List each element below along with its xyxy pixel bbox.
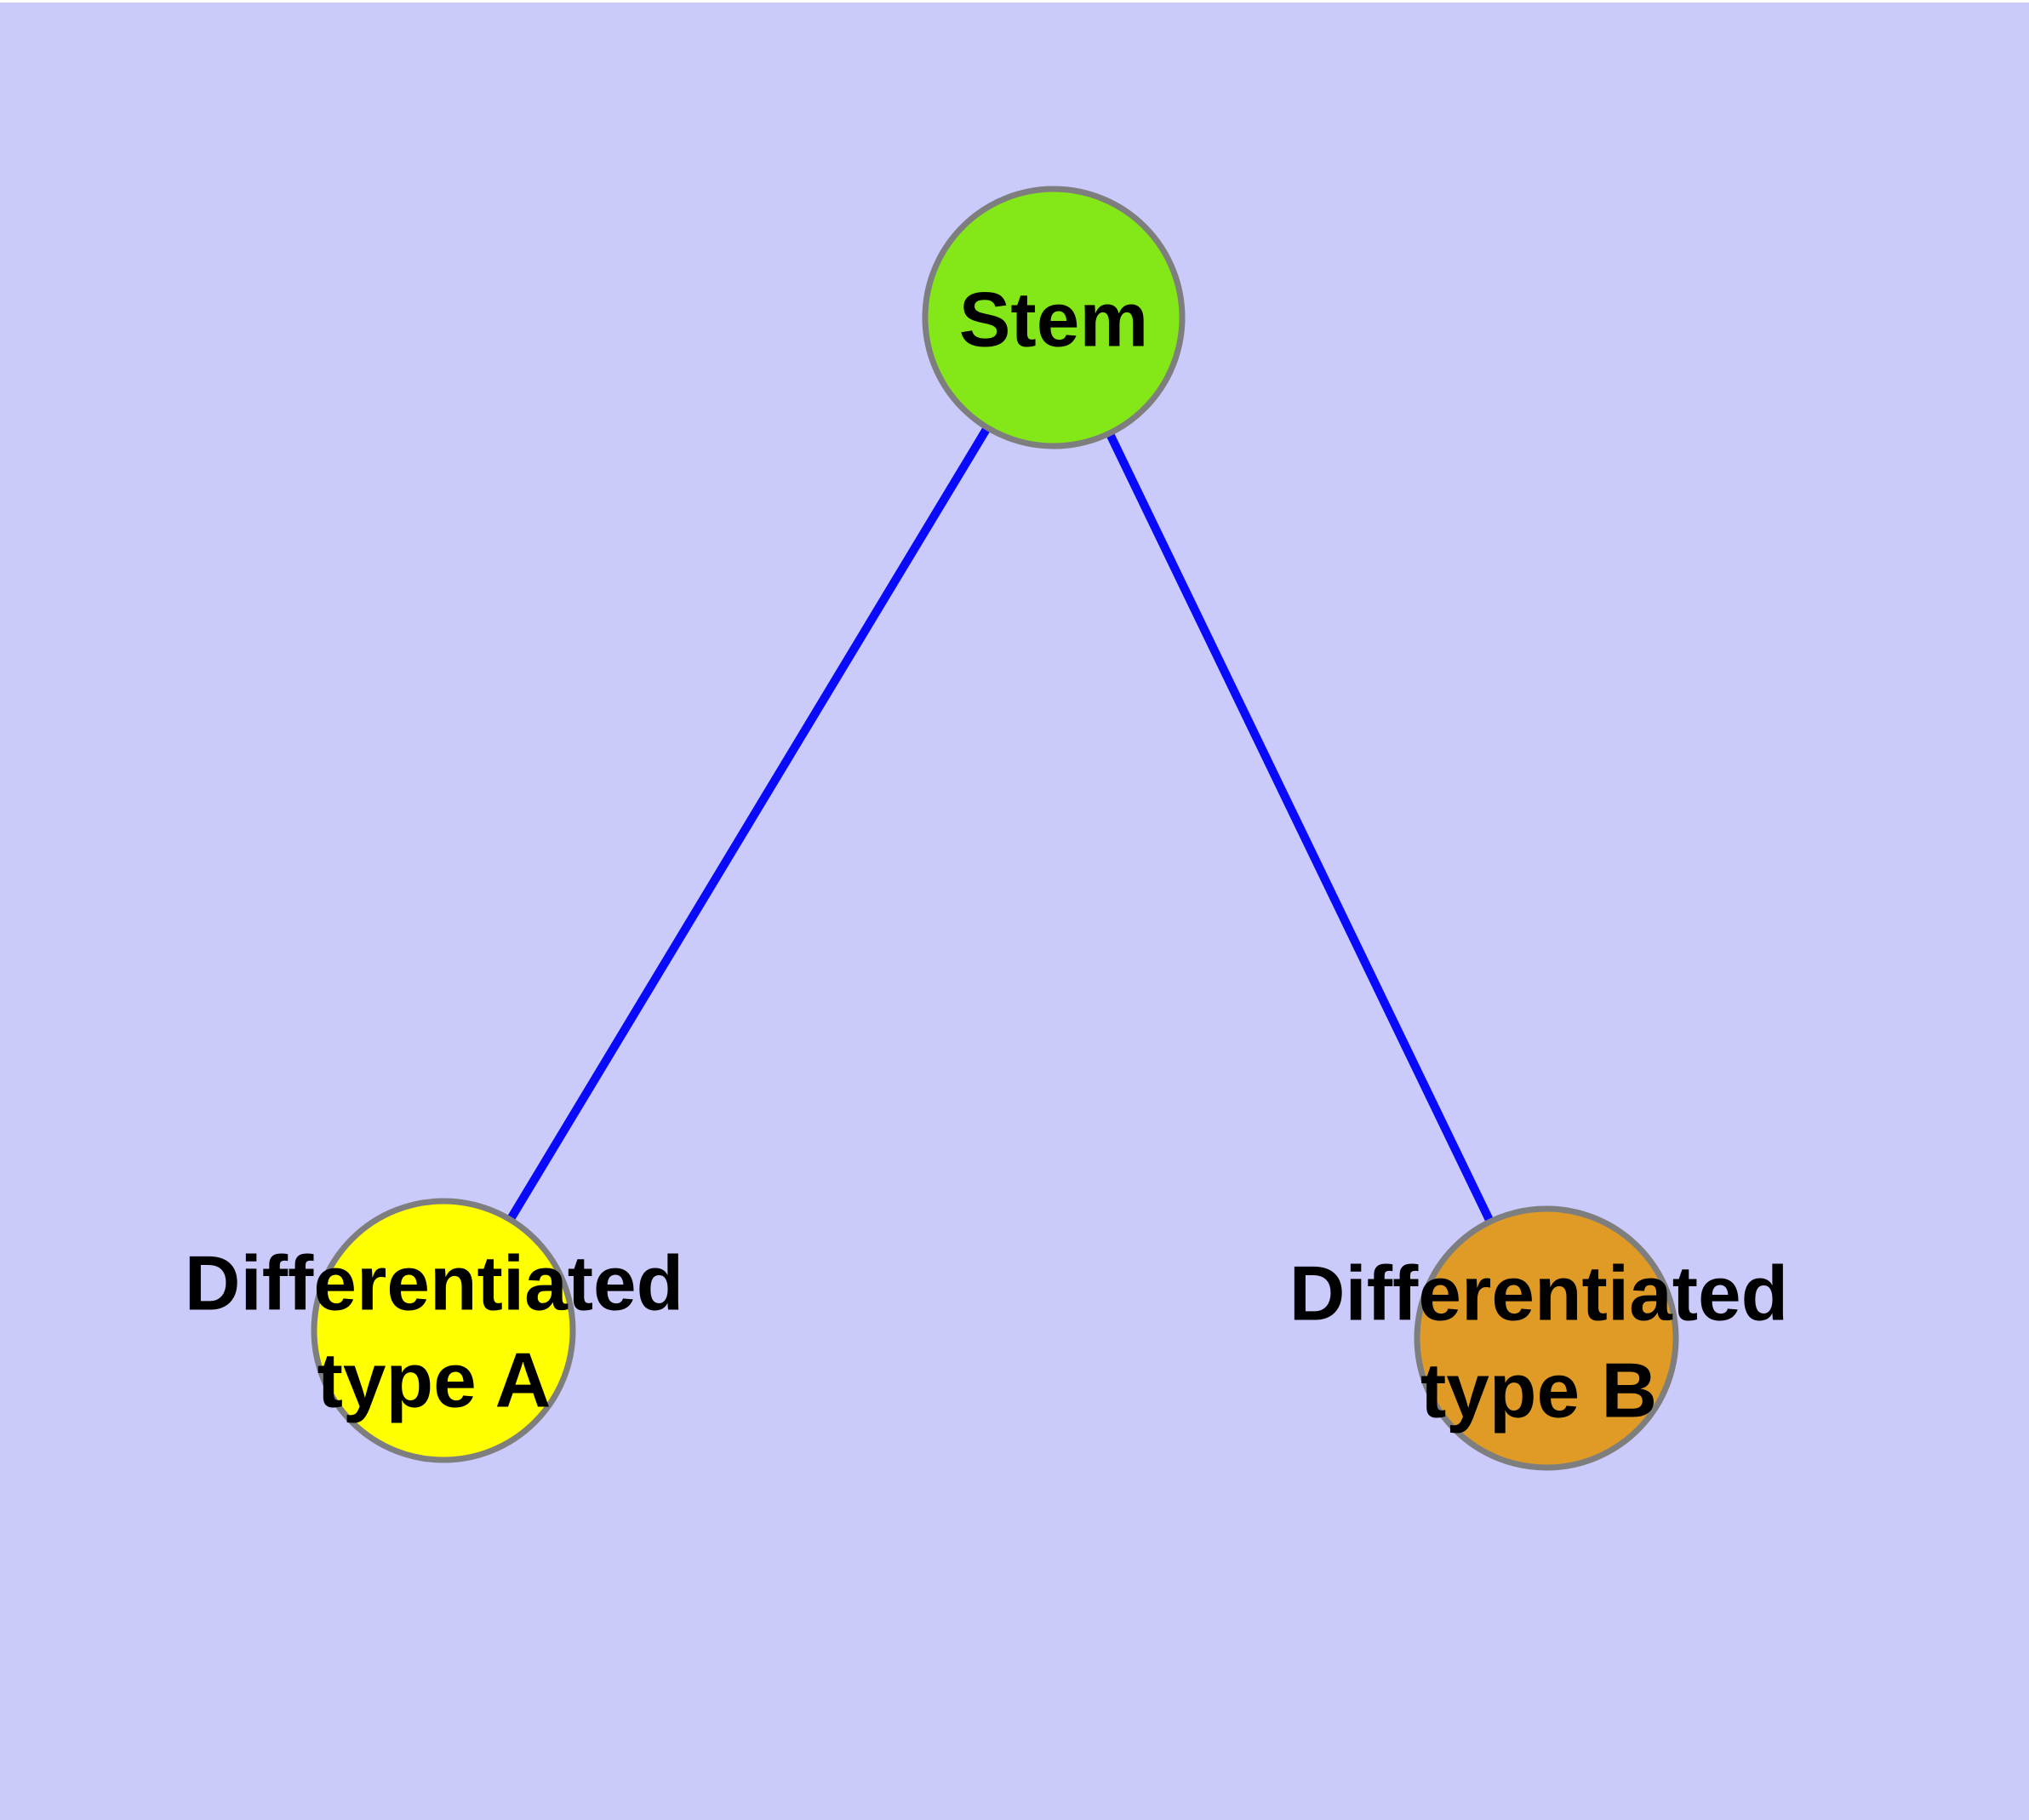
node-type-b-label-line1: Differentiated <box>1289 1251 1789 1337</box>
node-type-a-label-line1: Differentiated <box>185 1241 684 1327</box>
node-stem-label: Stem <box>959 278 1149 363</box>
node-type-a-circle <box>311 1198 576 1463</box>
node-type-b-circle <box>1414 1205 1679 1471</box>
edge-stem-to-type-a <box>439 315 1058 1333</box>
node-stem-circle <box>922 186 1186 449</box>
node-type-a-label-line2: type A <box>317 1338 552 1424</box>
edge-stem-to-type-b <box>1049 315 1551 1341</box>
node-type-b-label-line2: type B <box>1420 1348 1657 1434</box>
top-border-strip <box>0 0 2029 3</box>
